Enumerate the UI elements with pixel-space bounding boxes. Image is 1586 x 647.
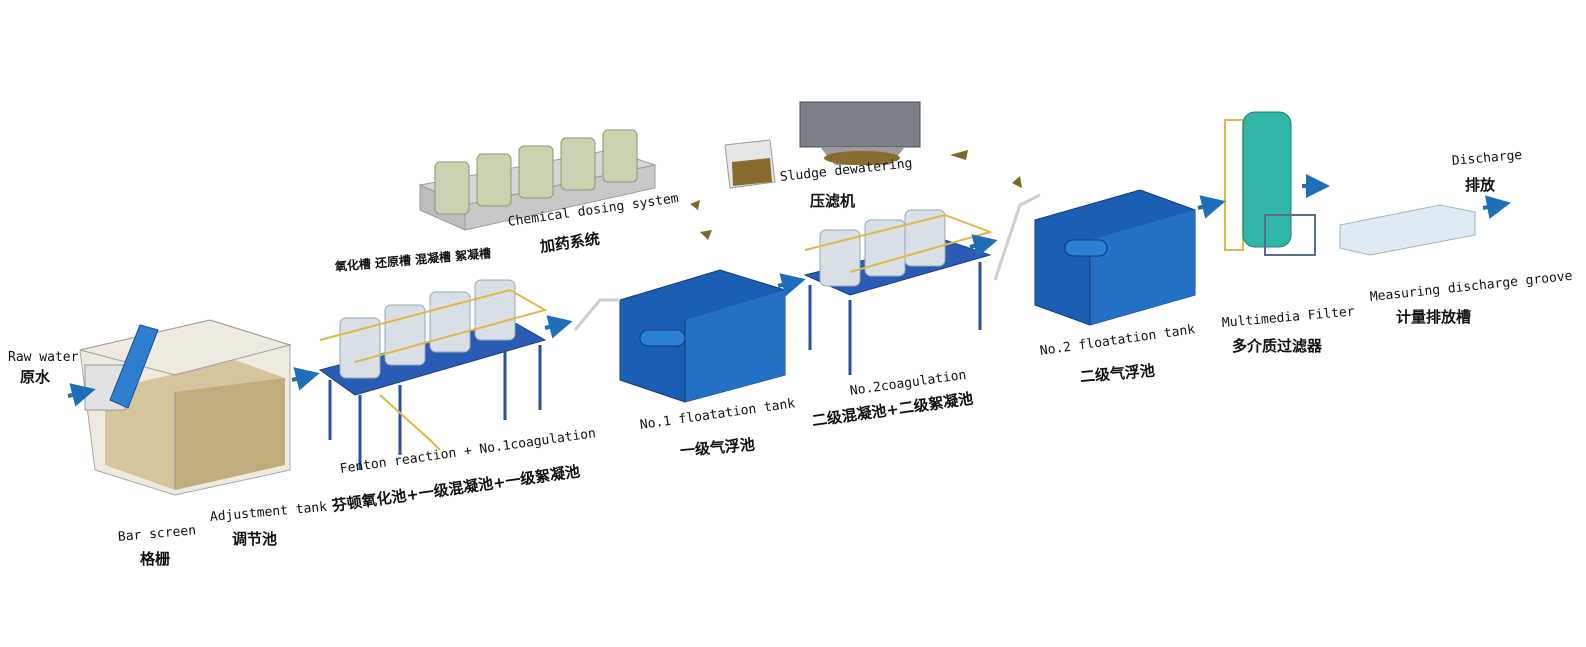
multimedia-filter-label-zh: 多介质过滤器 (1232, 337, 1323, 355)
measuring-discharge-groove (1339, 204, 1476, 256)
sludge-arrow (700, 230, 712, 240)
adjustment-tank-unit (79, 319, 292, 496)
flow-arrow (1482, 195, 1511, 220)
chemical-dosing-system (418, 129, 657, 231)
flow-arrow (777, 273, 806, 297)
adjustment-tank-label-zh: 调节池 (232, 530, 278, 548)
floatation-tank-2 (993, 189, 1196, 326)
filter-vessel (1242, 111, 1292, 248)
bar-screen-label-zh: 格栅 (140, 550, 171, 568)
flow-arrow (969, 234, 998, 258)
coagulation-2-unit (803, 209, 994, 375)
sludge-dewatering-unit (724, 101, 921, 189)
raw-water-label: Raw water (8, 350, 79, 365)
discharge-label-zh: 排放 (1465, 176, 1496, 194)
floatation-tank-1 (573, 269, 786, 403)
sludge-arrow (690, 200, 700, 210)
multimedia-filter-unit (1224, 111, 1316, 256)
fenton-reaction-unit (318, 279, 548, 470)
flow-arrow (291, 367, 320, 391)
filter-press (799, 101, 921, 148)
sludge-arrow (950, 150, 968, 160)
flow-arrow (544, 315, 573, 339)
flow-arrow (1197, 195, 1226, 219)
sludge-arrows (690, 150, 1022, 240)
bar-screen (109, 324, 159, 409)
flow-arrow (67, 383, 96, 407)
measuring-groove-label-zh: 计量排放槽 (1396, 308, 1472, 326)
sludge-arrow (1012, 176, 1022, 188)
sludge-dewatering-label-zh: 压滤机 (810, 192, 856, 210)
raw-water-label-zh: 原水 (20, 368, 51, 386)
flow-arrows (67, 174, 1511, 407)
